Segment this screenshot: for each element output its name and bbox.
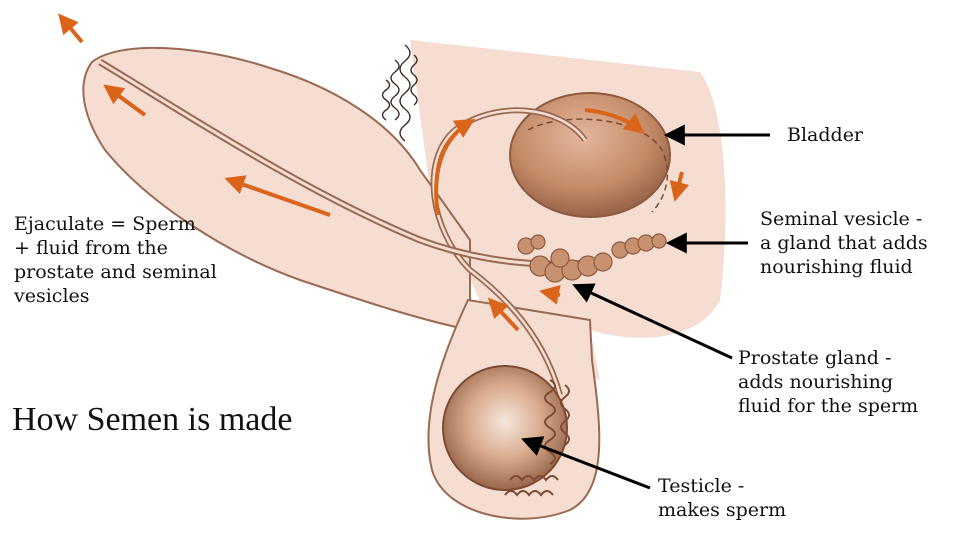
diagram-title: How Semen is made [12, 400, 292, 440]
label-seminal-vesicle-line-3: nourishing fluid [760, 255, 928, 279]
label-seminal-vesicle-line-1: Seminal vesicle - [760, 207, 928, 231]
label-bladder: Bladder [787, 123, 863, 147]
label-testicle: Testicle - makes sperm [658, 474, 786, 522]
label-ejaculate-line-1: Ejaculate = Sperm [14, 212, 217, 236]
hair-curls [383, 45, 418, 141]
label-seminal-vesicle-line-2: a gland that adds [760, 231, 928, 255]
label-ejaculate-line-2: + fluid from the [14, 236, 217, 260]
label-ejaculate: Ejaculate = Sperm + fluid from the prost… [14, 212, 217, 308]
label-testicle-line-1: Testicle - [658, 474, 786, 498]
label-prostate-line-1: Prostate gland - [738, 346, 918, 370]
label-prostate-line-2: adds nourishing [738, 370, 918, 394]
label-ejaculate-line-4: vesicles [14, 284, 217, 308]
label-bladder-line: Bladder [787, 123, 863, 147]
label-ejaculate-line-3: prostate and seminal [14, 260, 217, 284]
label-prostate-line-3: fluid for the sperm [738, 394, 918, 418]
label-testicle-line-2: makes sperm [658, 498, 786, 522]
label-seminal-vesicle: Seminal vesicle - a gland that adds nour… [760, 207, 928, 279]
label-prostate-gland: Prostate gland - adds nourishing fluid f… [738, 346, 918, 418]
